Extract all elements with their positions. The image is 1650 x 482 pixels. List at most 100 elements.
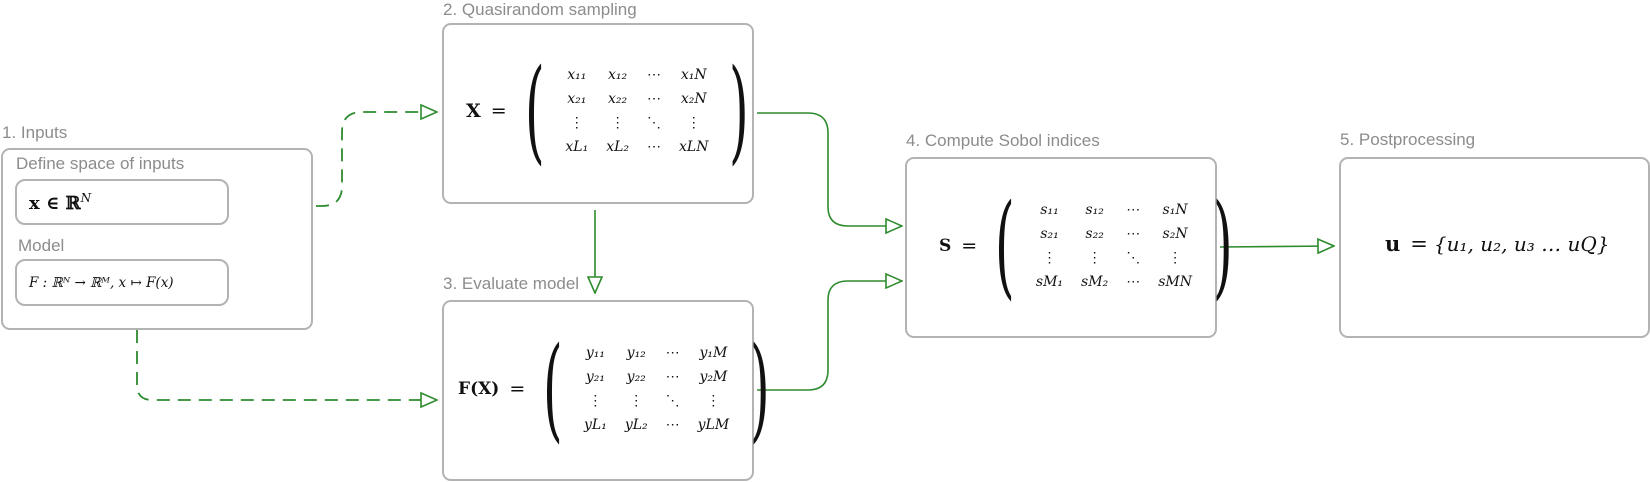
evaluate-matrix-cell: ⋯ <box>665 345 680 361</box>
sampling-left-paren: ( <box>524 46 545 176</box>
evaluate-title: 3. Evaluate model <box>443 274 580 293</box>
post-equals: = <box>1410 231 1428 256</box>
sobol-matrix-cell: ⋯ <box>1126 274 1141 290</box>
space-expression-text: x ∈ ℝ <box>29 192 81 214</box>
evaluate-matrix-row: y₂₁ y₂₂ ⋯ y₂M <box>575 365 738 389</box>
post-expr-name: u <box>1385 231 1401 256</box>
sobol-matrix-cell: ⋮ <box>1087 250 1102 266</box>
sampling-matrix-row: ⋮ ⋮ ⋱ ⋮ <box>556 111 717 135</box>
sobol-matrix-cell: s₁N <box>1162 202 1188 218</box>
sobol-matrix-cell: ⋮ <box>1042 250 1057 266</box>
sobol-matrix-cell: ⋯ <box>1126 202 1141 218</box>
space-expression: x ∈ ℝN <box>29 191 91 214</box>
sobol-matrix-cell: ⋱ <box>1126 250 1141 266</box>
evaluate-matrix-row: ⋮ ⋮ ⋱ ⋮ <box>575 389 738 413</box>
post-expression: u = {u₁, u₂, u₃ … uQ} <box>1385 231 1609 256</box>
sobol-matrix-name: S <box>939 236 952 256</box>
sampling-matrix-cell: ⋮ <box>610 115 625 131</box>
sobol-matrix-cell: s₂₁ <box>1040 226 1059 242</box>
sobol-matrix-cell: s₁₁ <box>1040 202 1059 218</box>
sobol-matrix-cell: sM₂ <box>1081 274 1109 290</box>
sampling-matrix-cell: x₂₂ <box>608 91 628 107</box>
sobol-right-paren: ) <box>1212 181 1233 311</box>
post-panel <box>1339 157 1650 338</box>
sobol-matrix-cell: sMN <box>1158 274 1192 290</box>
sobol-matrix-row: s₁₁ s₁₂ ⋯ s₁N <box>1027 198 1201 222</box>
sampling-matrix-cell: x₁N <box>680 67 707 83</box>
sampling-matrix-cell: ⋮ <box>686 115 701 131</box>
sobol-matrix-cell: s₂N <box>1162 226 1188 242</box>
space-label: Define space of inputs <box>16 154 185 173</box>
sobol-matrix-row: sM₁ sM₂ ⋯ sMN <box>1027 270 1201 294</box>
sampling-matrix-cell: x₁₁ <box>567 67 587 83</box>
sobol-matrix-cell: s₂₂ <box>1085 226 1104 242</box>
sampling-matrix-cell: ⋯ <box>647 139 661 155</box>
sobol-equals: = <box>961 235 978 257</box>
evaluate-matrix-cell: y₁M <box>699 345 728 361</box>
evaluate-matrix-cell: yL₁ <box>583 417 607 433</box>
inputs-title: 1. Inputs <box>2 123 68 142</box>
evaluate-matrix-cell: yLM <box>697 417 730 433</box>
space-expression-box: x ∈ ℝN <box>15 179 229 225</box>
evaluate-matrix-cell: yL₂ <box>624 417 648 433</box>
post-title: 5. Postprocessing <box>1340 130 1476 149</box>
sampling-matrix-name: X <box>466 100 481 122</box>
model-expression-box: F : ℝᴺ → ℝᴹ, x ↦ F(x) <box>15 259 229 306</box>
sampling-matrix-cell: xLN <box>679 139 709 155</box>
sampling-matrix-cell: ⋯ <box>647 67 661 83</box>
evaluate-right-paren: ) <box>750 324 770 454</box>
sampling-matrix-cell: xL₂ <box>606 139 629 155</box>
evaluate-matrix-name: F(X) <box>458 379 500 399</box>
evaluate-matrix-cell: ⋯ <box>665 369 680 385</box>
sampling-matrix-cell: x₂N <box>680 91 707 107</box>
evaluate-matrix-cell: ⋱ <box>665 393 680 409</box>
sampling-matrix-cell: x₁₂ <box>608 67 628 83</box>
sobol-panel <box>905 157 1217 338</box>
sampling-matrix-cell: ⋯ <box>647 91 661 107</box>
space-expression-sup: N <box>80 190 92 205</box>
sobol-matrix-row: ⋮ ⋮ ⋱ ⋮ <box>1027 246 1201 270</box>
arrow-evaluate-to-sobol <box>757 281 901 391</box>
sampling-equals: = <box>490 100 507 122</box>
evaluate-matrix-cell: ⋮ <box>588 393 603 409</box>
evaluate-matrix-cell: y₂₁ <box>585 369 605 385</box>
sobol-title: 4. Compute Sobol indices <box>906 131 1100 150</box>
sobol-matrix-cell: s₁₂ <box>1085 202 1104 218</box>
sampling-panel <box>442 23 754 204</box>
sobol-left-paren: ( <box>995 181 1015 311</box>
sampling-right-paren: ) <box>729 46 750 176</box>
sampling-matrix-row: x₂₁ x₂₂ ⋯ x₂N <box>556 87 717 111</box>
sampling-matrix-cell: x₂₁ <box>567 91 587 107</box>
evaluate-matrix-row: yL₁ yL₂ ⋯ yLM <box>575 413 738 437</box>
evaluate-matrix-cell: y₂M <box>699 369 728 385</box>
sobol-matrix-cell: sM₁ <box>1035 274 1064 290</box>
evaluate-matrix-cell: ⋮ <box>706 393 721 409</box>
evaluate-equals: = <box>509 378 526 400</box>
arrow-inputs-to-sampling <box>232 112 436 207</box>
sampling-matrix-cell: ⋱ <box>647 115 661 131</box>
arrow-inputs-to-evaluate <box>136 330 436 400</box>
sampling-matrix-row: x₁₁ x₁₂ ⋯ x₁N <box>556 63 717 87</box>
sampling-title: 2. Quasirandom sampling <box>443 0 637 19</box>
evaluate-matrix-cell: ⋯ <box>665 417 680 433</box>
post-expr-rhs: {u₁, u₂, u₃ … uQ} <box>1433 231 1610 256</box>
evaluate-matrix-cell: y₂₂ <box>626 369 646 385</box>
arrow-sobol-to-post <box>1219 246 1333 247</box>
model-expression: F : ℝᴺ → ℝᴹ, x ↦ F(x) <box>29 274 174 291</box>
model-label: Model <box>18 236 65 255</box>
sampling-matrix-cell: ⋮ <box>569 115 584 131</box>
evaluate-panel <box>442 300 754 481</box>
evaluate-matrix-cell: ⋮ <box>629 393 644 409</box>
sobol-matrix-cell: ⋮ <box>1168 250 1183 266</box>
evaluate-left-paren: ( <box>543 324 563 454</box>
evaluate-matrix-cell: y₁₁ <box>585 345 605 361</box>
